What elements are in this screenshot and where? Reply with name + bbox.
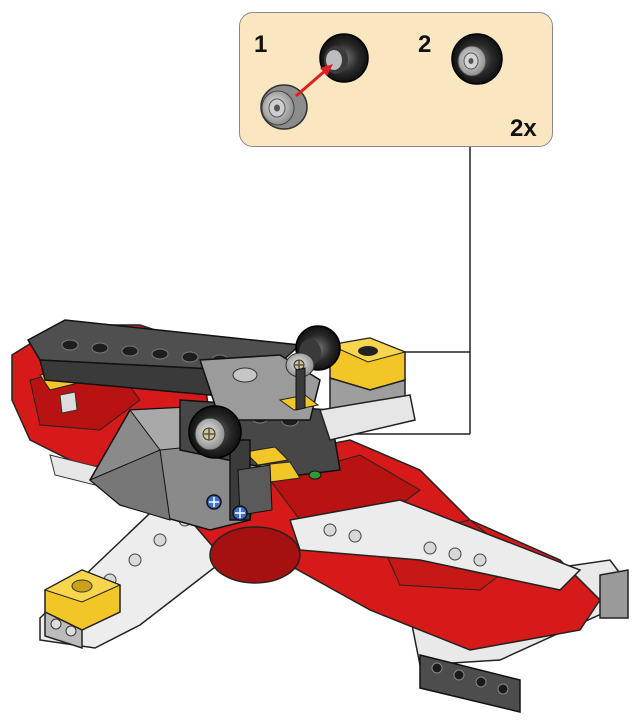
wheel-icon <box>188 405 242 459</box>
wheel-icon <box>285 325 341 411</box>
quantity-multiplier: 2x <box>510 115 537 142</box>
substep-1-number: 1 <box>254 31 268 58</box>
substep-2-number: 2 <box>418 31 432 58</box>
jet-model-icon <box>11 319 629 713</box>
wheel-icon <box>451 33 503 85</box>
arrow-icon <box>295 64 333 98</box>
wheel-hub-icon <box>260 84 308 130</box>
